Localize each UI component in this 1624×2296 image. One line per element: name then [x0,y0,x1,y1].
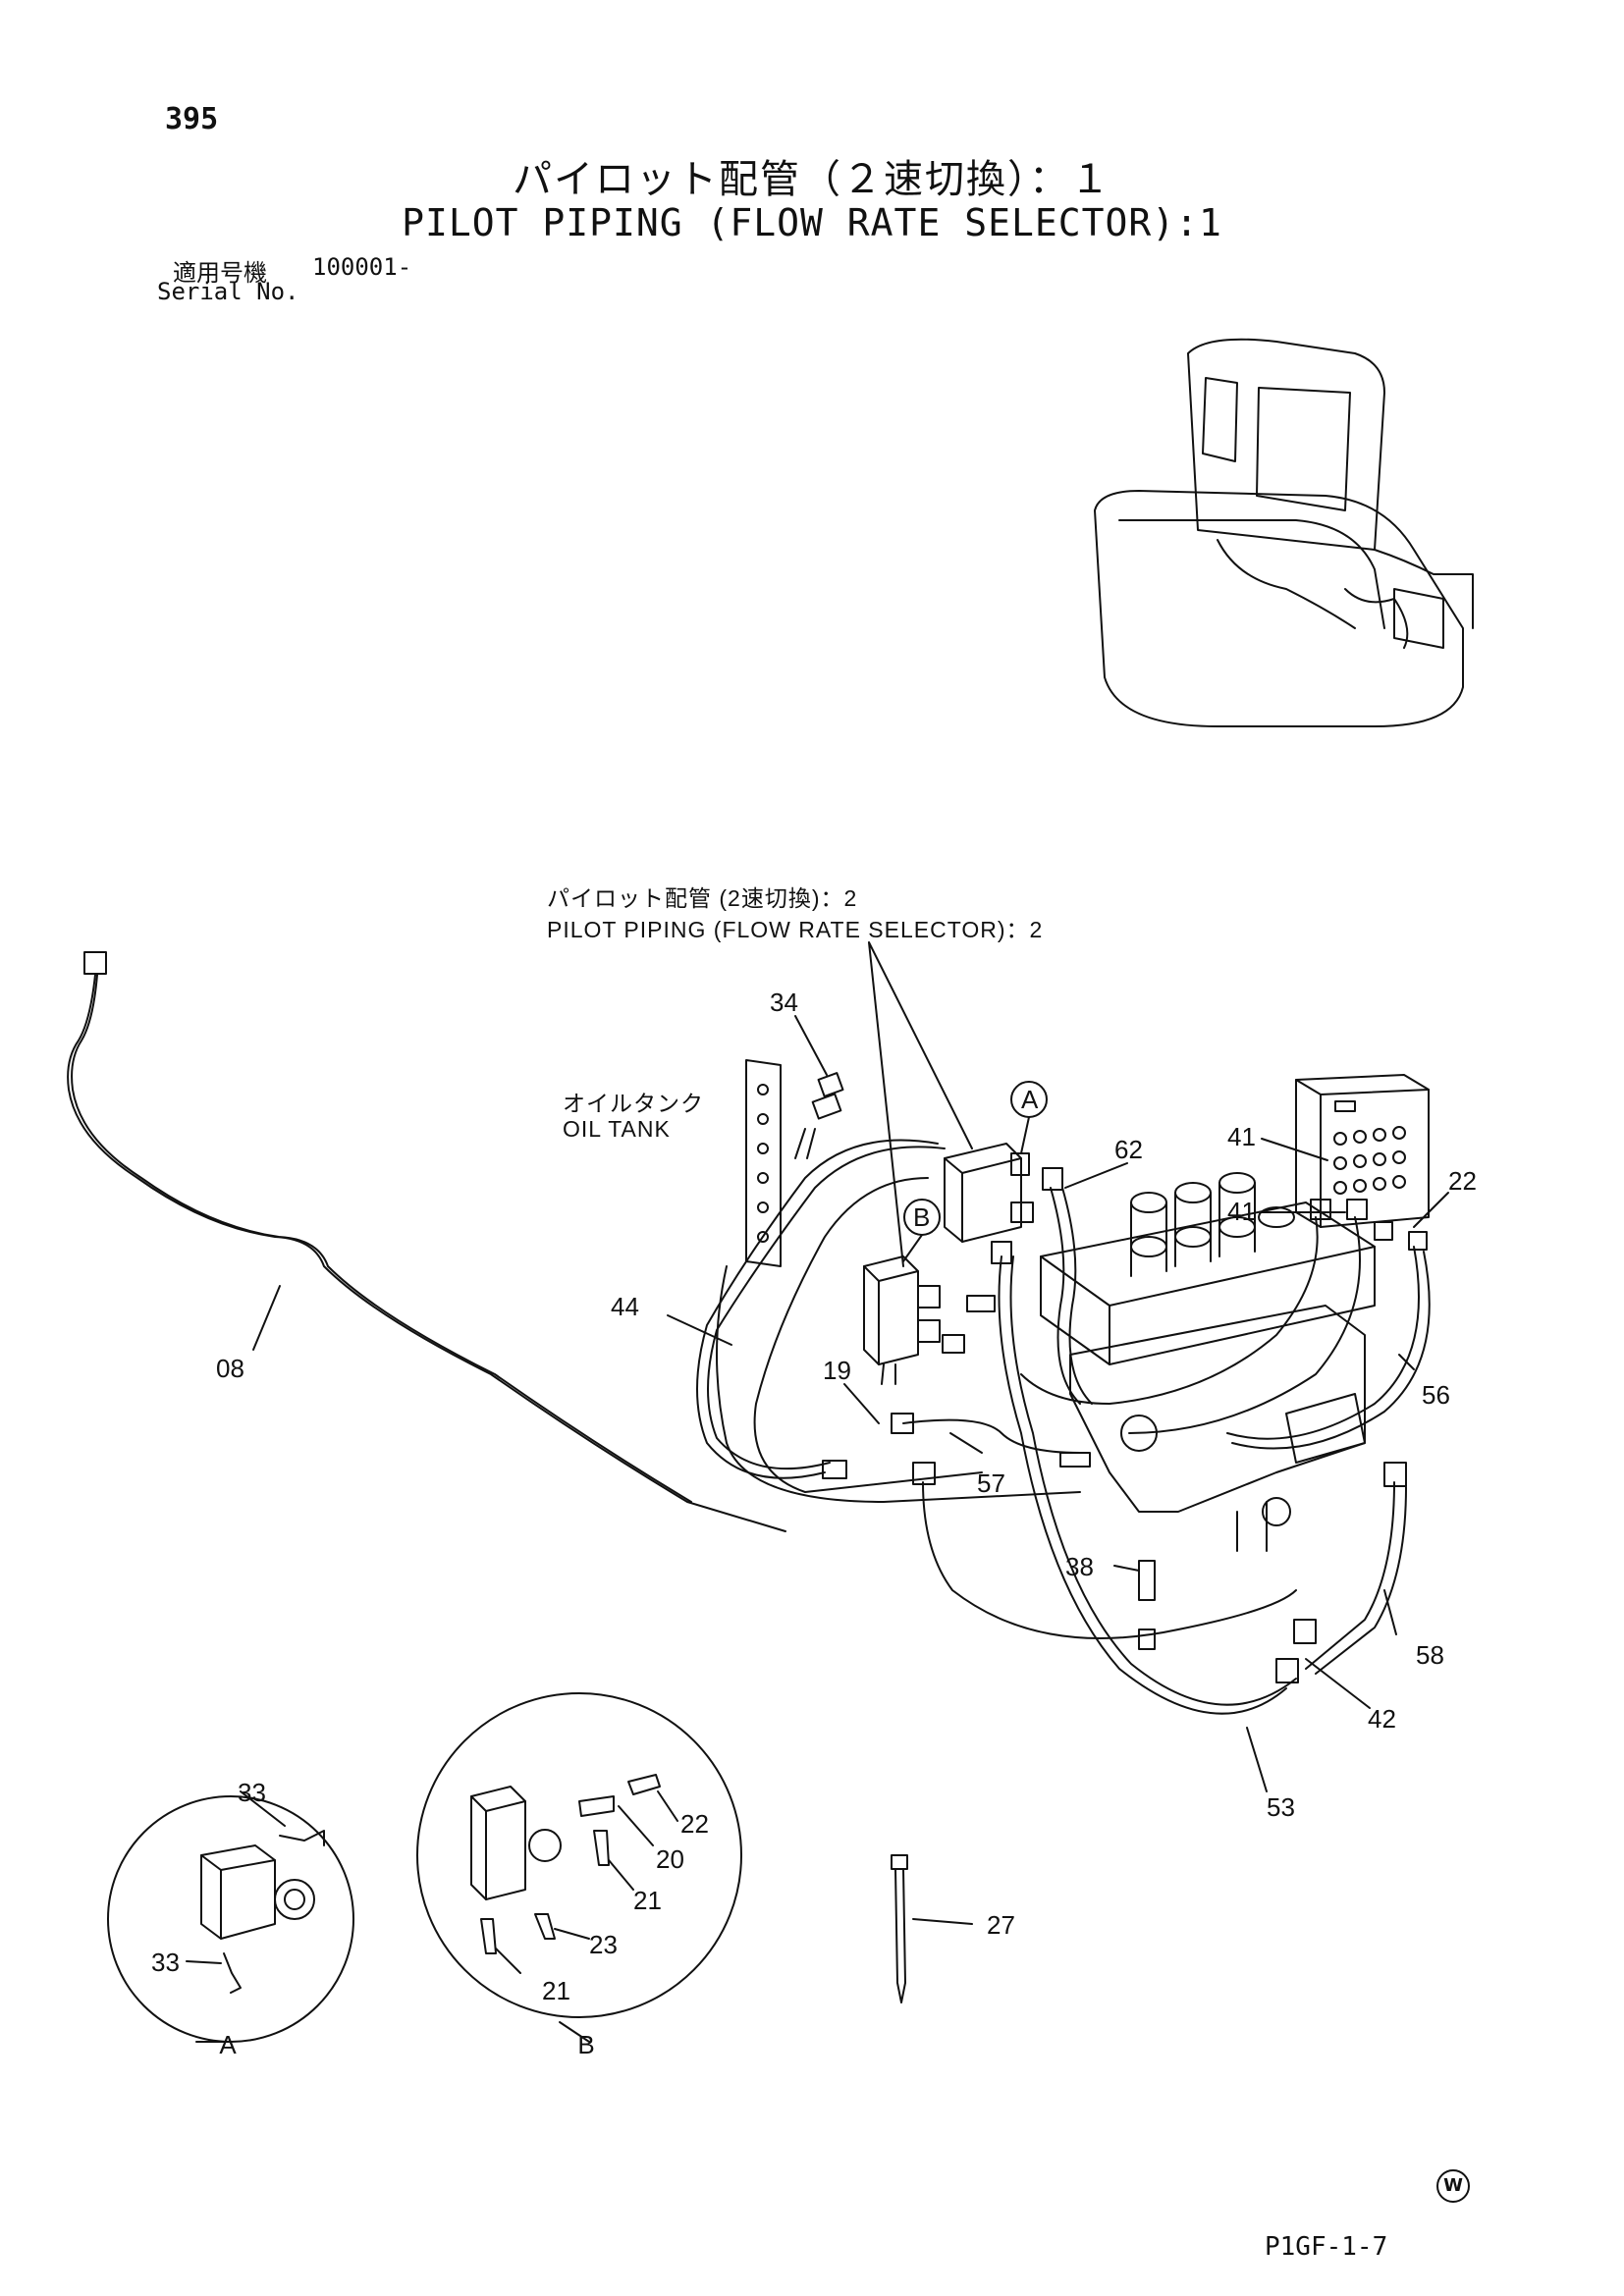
cable-tie-27 [891,1854,973,2003]
callout-58: 58 [1416,1640,1444,1670]
hose-62 [1050,1187,1081,1405]
callout-b-21-lower: 21 [542,1976,570,2005]
callout-38: 38 [1065,1552,1094,1581]
title-english: PILOT PIPING (FLOW RATE SELECTOR):1 [402,201,1222,244]
hose-53 [998,1255,1287,1715]
marker-b-label: B [913,1202,930,1232]
callout-leaders [252,1015,1449,1792]
hose-56-a [1020,1216,1319,1405]
detail-a-label: A [219,2030,237,2059]
callout-53: 53 [1267,1792,1295,1822]
pilot-valve-block [1295,1074,1430,1228]
callout-57: 57 [977,1468,1005,1498]
oil-tank-label-english: OIL TANK [563,1116,671,1142]
callout-b-23: 23 [589,1930,618,1959]
oil-tank-label-japanese: オイルタンク [563,1091,704,1116]
serial-label-english: Serial No. [157,278,299,305]
callout-b-22: 22 [680,1809,709,1839]
callout-19: 19 [823,1356,851,1385]
callout-a-33-upper: 33 [238,1778,266,1807]
callout-42: 42 [1368,1704,1396,1734]
detail-b-label: B [577,2030,594,2059]
callout-44: 44 [611,1292,639,1321]
excavator-overview-illustration [1094,338,1474,727]
detail-a [107,1790,354,2043]
w-mark: W [1436,2169,1470,2203]
hoses [696,1139,1431,1715]
detail-a-circle [107,1795,354,2043]
callout-56: 56 [1422,1380,1450,1410]
detail-b [416,1692,742,2043]
reference-note-english: PILOT PIPING (FLOW RATE SELECTOR)：2 [547,917,1044,942]
callout-b-20: 20 [656,1844,684,1874]
hose-56 [1226,1246,1420,1440]
callout-b-21-upper: 21 [633,1886,662,1915]
callout-a-33-lower: 33 [151,1948,180,1977]
detail-b-circle [416,1692,742,2018]
fitting-34 [794,1072,844,1159]
fittings [822,1167,1428,1683]
title-japanese: パイロット配管（２速切換）：１ [513,157,1111,202]
callout-22: 22 [1448,1166,1477,1196]
hose-38 [922,1481,1297,1639]
hose-58 [1305,1481,1395,1670]
selector-valve-a [944,1143,1034,1243]
callout-34: 34 [770,988,798,1017]
callout-27: 27 [987,1910,1015,1940]
callout-62: 62 [1114,1135,1143,1164]
hose-57 [902,1418,1081,1454]
serial-label-japanese: 適用号機 [173,259,267,287]
callout-41-lower: 41 [1227,1197,1256,1226]
callout-08: 08 [216,1354,244,1383]
callout-41-upper: 41 [1227,1122,1256,1151]
reference-note-japanese: パイロット配管 (2速切換)：2 [547,885,858,911]
serial-value: 100001- [312,253,412,281]
reference-leader [868,941,973,1267]
drawing-code: P1GF-1-7 [1265,2232,1388,2262]
hose-44 [696,1139,939,1479]
marker-a-label: A [1021,1085,1039,1114]
cable-08 [67,951,786,1532]
page-number: 395 [165,102,219,136]
oil-tank-bracket [745,1059,782,1267]
selector-valve-b [863,1255,996,1385]
cable-connector [83,951,107,975]
